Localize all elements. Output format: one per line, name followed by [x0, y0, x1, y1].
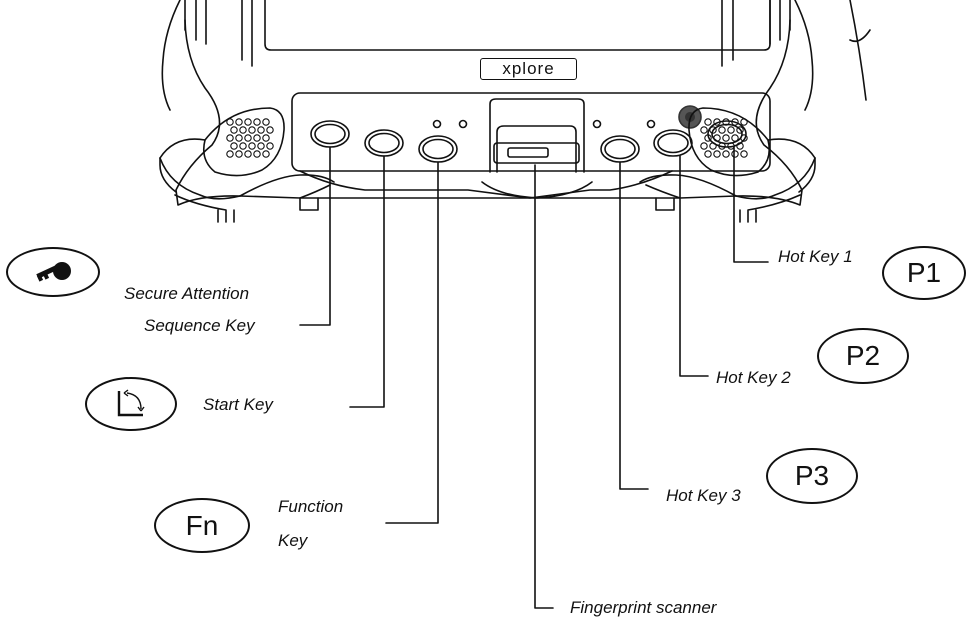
- brand-badge-text: xplore: [502, 59, 555, 78]
- grille-hole: [718, 142, 726, 150]
- grille-hole: [253, 118, 261, 126]
- grille-hole: [244, 118, 252, 126]
- p2-key-text: P2: [845, 340, 881, 371]
- grille-hole: [731, 118, 739, 126]
- hot-key-1-label: Hot Key 1: [778, 247, 853, 266]
- grille-hole: [262, 150, 270, 158]
- key-lock-icon: [6, 247, 100, 297]
- secure-attention-label-line1: Secure Attention: [124, 284, 250, 303]
- grille-hole: [731, 134, 739, 142]
- p2-key-icon: P2: [817, 328, 909, 384]
- function-key-label-line2: Key: [278, 531, 308, 550]
- grille-hole: [713, 134, 721, 142]
- grille-hole: [722, 150, 730, 158]
- grille-hole: [718, 126, 726, 134]
- grille-hole: [731, 150, 739, 158]
- grille-hole: [727, 142, 735, 150]
- grille-hole: [722, 118, 730, 126]
- grille-hole: [235, 134, 243, 142]
- p3-key-text: P3: [794, 460, 830, 491]
- grille-hole: [248, 142, 256, 150]
- fingerprint-scanner-label: Fingerprint scanner: [570, 598, 717, 617]
- grille-hole: [727, 126, 735, 134]
- grille-hole: [244, 150, 252, 158]
- grille-hole: [704, 150, 712, 158]
- grille-hole: [713, 150, 721, 158]
- grille-hole: [266, 126, 274, 134]
- start-key-label: Start Key: [203, 395, 273, 414]
- grille-hole: [235, 150, 243, 158]
- grille-hole: [230, 142, 238, 150]
- grille-hole: [704, 118, 712, 126]
- grille-hole: [709, 142, 717, 150]
- grille-hole: [266, 142, 274, 150]
- grille-hole: [248, 126, 256, 134]
- start-corner-arrow-icon: [85, 377, 177, 431]
- grille-hole: [226, 118, 234, 126]
- grille-hole: [740, 118, 748, 126]
- function-key-label-line1: Function: [278, 497, 344, 516]
- p1-key-text: P1: [906, 257, 942, 288]
- grille-hole: [253, 150, 261, 158]
- grille-hole: [239, 126, 247, 134]
- grille-hole: [239, 142, 247, 150]
- grille-hole: [700, 126, 708, 134]
- grille-hole: [704, 134, 712, 142]
- grille-hole: [736, 126, 744, 134]
- grille-hole: [709, 126, 717, 134]
- grille-hole: [244, 134, 252, 142]
- grille-hole: [257, 142, 265, 150]
- brand-badge: xplore: [480, 58, 577, 80]
- grille-hole: [262, 134, 270, 142]
- grille-hole: [226, 150, 234, 158]
- secure-attention-label-line2: Sequence Key: [144, 316, 255, 335]
- grille-hole: [740, 150, 748, 158]
- grille-hole: [740, 134, 748, 142]
- hot-key-2-label: Hot Key 2: [716, 368, 791, 387]
- grille-hole: [736, 142, 744, 150]
- grille-hole: [253, 134, 261, 142]
- grille-hole: [230, 126, 238, 134]
- grille-hole: [257, 126, 265, 134]
- grille-hole: [722, 134, 730, 142]
- grille-hole: [713, 118, 721, 126]
- grille-hole: [235, 118, 243, 126]
- fn-key-text: Fn: [185, 509, 219, 541]
- grille-hole: [226, 134, 234, 142]
- hot-key-3-label: Hot Key 3: [666, 486, 741, 505]
- fn-key-icon: Fn: [154, 498, 250, 553]
- p3-key-icon: P3: [766, 448, 858, 504]
- grille-hole: [262, 118, 270, 126]
- p1-key-icon: P1: [882, 246, 966, 300]
- grille-hole: [700, 142, 708, 150]
